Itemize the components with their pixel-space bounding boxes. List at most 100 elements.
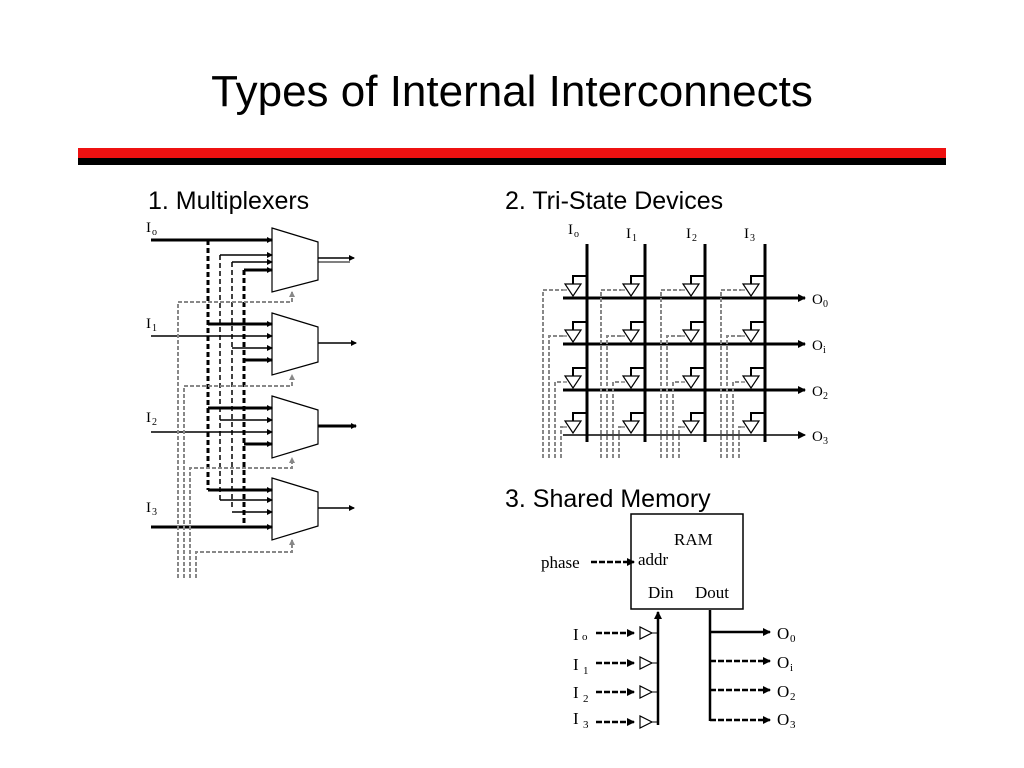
ram-label: RAM <box>674 530 713 549</box>
tristate-input-label-2: I 2 <box>686 226 697 244</box>
memory-output-label-2: O 2 <box>777 682 796 703</box>
tristate-input-label-3: I 3 <box>744 226 755 244</box>
heading-shared-memory: 3. Shared Memory <box>505 485 711 513</box>
tristate-buffer-r2-c3 <box>741 367 765 390</box>
svg-text:3: 3 <box>823 436 828 447</box>
svg-text:3: 3 <box>583 719 589 731</box>
svg-text:I: I <box>146 410 151 426</box>
mux-diagram: I o I 1 I 2 I 3 <box>146 220 357 578</box>
tristate-buffer-r1-c0 <box>563 321 587 344</box>
tristate-buffer-r2-c2 <box>681 367 705 390</box>
tristate-input-label-0: I o <box>568 222 579 240</box>
mux-buses <box>206 240 246 527</box>
svg-text:1: 1 <box>152 323 157 334</box>
svg-text:O: O <box>812 429 823 445</box>
mux-block-3 <box>208 477 355 541</box>
svg-text:3: 3 <box>750 233 755 244</box>
tristate-buffer-r2-c1 <box>621 367 645 390</box>
svg-text:O: O <box>812 384 823 400</box>
svg-text:I: I <box>568 222 573 238</box>
mux-input-label-0: I o <box>146 220 157 238</box>
tristate-buffer-r3-c3 <box>741 412 765 435</box>
svg-text:1: 1 <box>583 665 589 677</box>
ram-dout-label: Dout <box>695 583 729 602</box>
memory-output-label-0: O 0 <box>777 624 796 645</box>
svg-text:o: o <box>582 631 588 643</box>
svg-text:I: I <box>573 655 579 674</box>
heading-tristate: 2. Tri-State Devices <box>505 187 724 215</box>
mux-select-lines <box>177 291 295 578</box>
tristate-output-label-1: O i <box>812 338 826 356</box>
memory-input-label-0: I o <box>573 625 588 644</box>
svg-text:I: I <box>146 316 151 332</box>
mux-block-2 <box>208 395 357 459</box>
memory-inputs: I o I 1 I 2 I 3 <box>573 625 658 731</box>
tristate-buffer-r0-c1 <box>621 275 645 298</box>
svg-text:I: I <box>686 226 691 242</box>
tristate-output-label-3: O 3 <box>812 429 828 447</box>
tristate-input-label-1: I 1 <box>626 226 637 244</box>
svg-text:O: O <box>777 682 789 701</box>
svg-text:O: O <box>777 624 789 643</box>
tristate-output-label-0: O 0 <box>812 292 828 310</box>
svg-text:I: I <box>626 226 631 242</box>
svg-text:I: I <box>146 220 151 236</box>
ram-addr-label: addr <box>638 550 669 569</box>
tristate-buffer-r1-c1 <box>621 321 645 344</box>
ram-din-label: Din <box>648 583 674 602</box>
tristate-enable-lines <box>542 289 741 458</box>
memory-input-label-1: I 1 <box>573 655 589 677</box>
tristate-buffer-r0-c3 <box>741 275 765 298</box>
memory-diagram: RAM addr Din Dout phase I o I 1 I 2 I <box>541 513 796 731</box>
svg-text:I: I <box>573 625 579 644</box>
svg-text:2: 2 <box>790 691 796 703</box>
memory-output-label-3: O 3 <box>777 710 796 731</box>
svg-text:3: 3 <box>152 507 157 518</box>
svg-text:i: i <box>823 345 826 356</box>
svg-text:o: o <box>574 229 579 240</box>
title-underline-black <box>78 158 946 165</box>
tristate-buffer-r3-c2 <box>681 412 705 435</box>
svg-text:2: 2 <box>692 233 697 244</box>
memory-input-label-2: I 2 <box>573 683 589 705</box>
phase-label: phase <box>541 553 580 572</box>
memory-output-label-1: O i <box>777 653 793 674</box>
mux-input-label-1: I 1 <box>146 316 157 334</box>
memory-input-arrow-0 <box>596 626 658 640</box>
svg-text:O: O <box>812 292 823 308</box>
mux-block-1 <box>208 312 357 376</box>
tristate-buffer-r3-c0 <box>563 412 587 435</box>
tristate-output-label-2: O 2 <box>812 384 828 402</box>
mux-input-label-2: I 2 <box>146 410 157 428</box>
memory-input-arrow-1 <box>596 656 658 670</box>
mux-input-label-3: I 3 <box>146 500 157 518</box>
svg-text:2: 2 <box>583 693 589 705</box>
tristate-buffers <box>563 275 765 435</box>
svg-text:2: 2 <box>823 391 828 402</box>
tristate-buffer-r3-c1 <box>621 412 645 435</box>
svg-text:O: O <box>777 710 789 729</box>
tristate-buffer-r1-c3 <box>741 321 765 344</box>
tristate-buffer-r1-c2 <box>681 321 705 344</box>
svg-text:I: I <box>573 709 579 728</box>
tristate-buffer-r0-c0 <box>563 275 587 298</box>
svg-text:I: I <box>573 683 579 702</box>
memory-input-arrow-2 <box>596 685 658 699</box>
tristate-diagram: I o I 1 I 2 I 3 O 0 <box>542 222 828 458</box>
memory-input-arrow-3 <box>596 715 658 729</box>
svg-text:0: 0 <box>823 299 828 310</box>
svg-text:o: o <box>152 227 157 238</box>
tristate-buffer-r2-c0 <box>563 367 587 390</box>
svg-text:i: i <box>790 662 793 674</box>
slide-title: Types of Internal Interconnects <box>211 67 813 116</box>
svg-text:2: 2 <box>152 417 157 428</box>
memory-input-label-3: I 3 <box>573 709 589 731</box>
title-underline-red <box>78 148 946 158</box>
svg-text:1: 1 <box>632 233 637 244</box>
svg-text:3: 3 <box>790 719 796 731</box>
svg-text:O: O <box>777 653 789 672</box>
svg-text:I: I <box>744 226 749 242</box>
heading-multiplexers: 1. Multiplexers <box>148 187 310 215</box>
memory-outputs: O 0 O i O 2 O 3 <box>710 624 796 731</box>
